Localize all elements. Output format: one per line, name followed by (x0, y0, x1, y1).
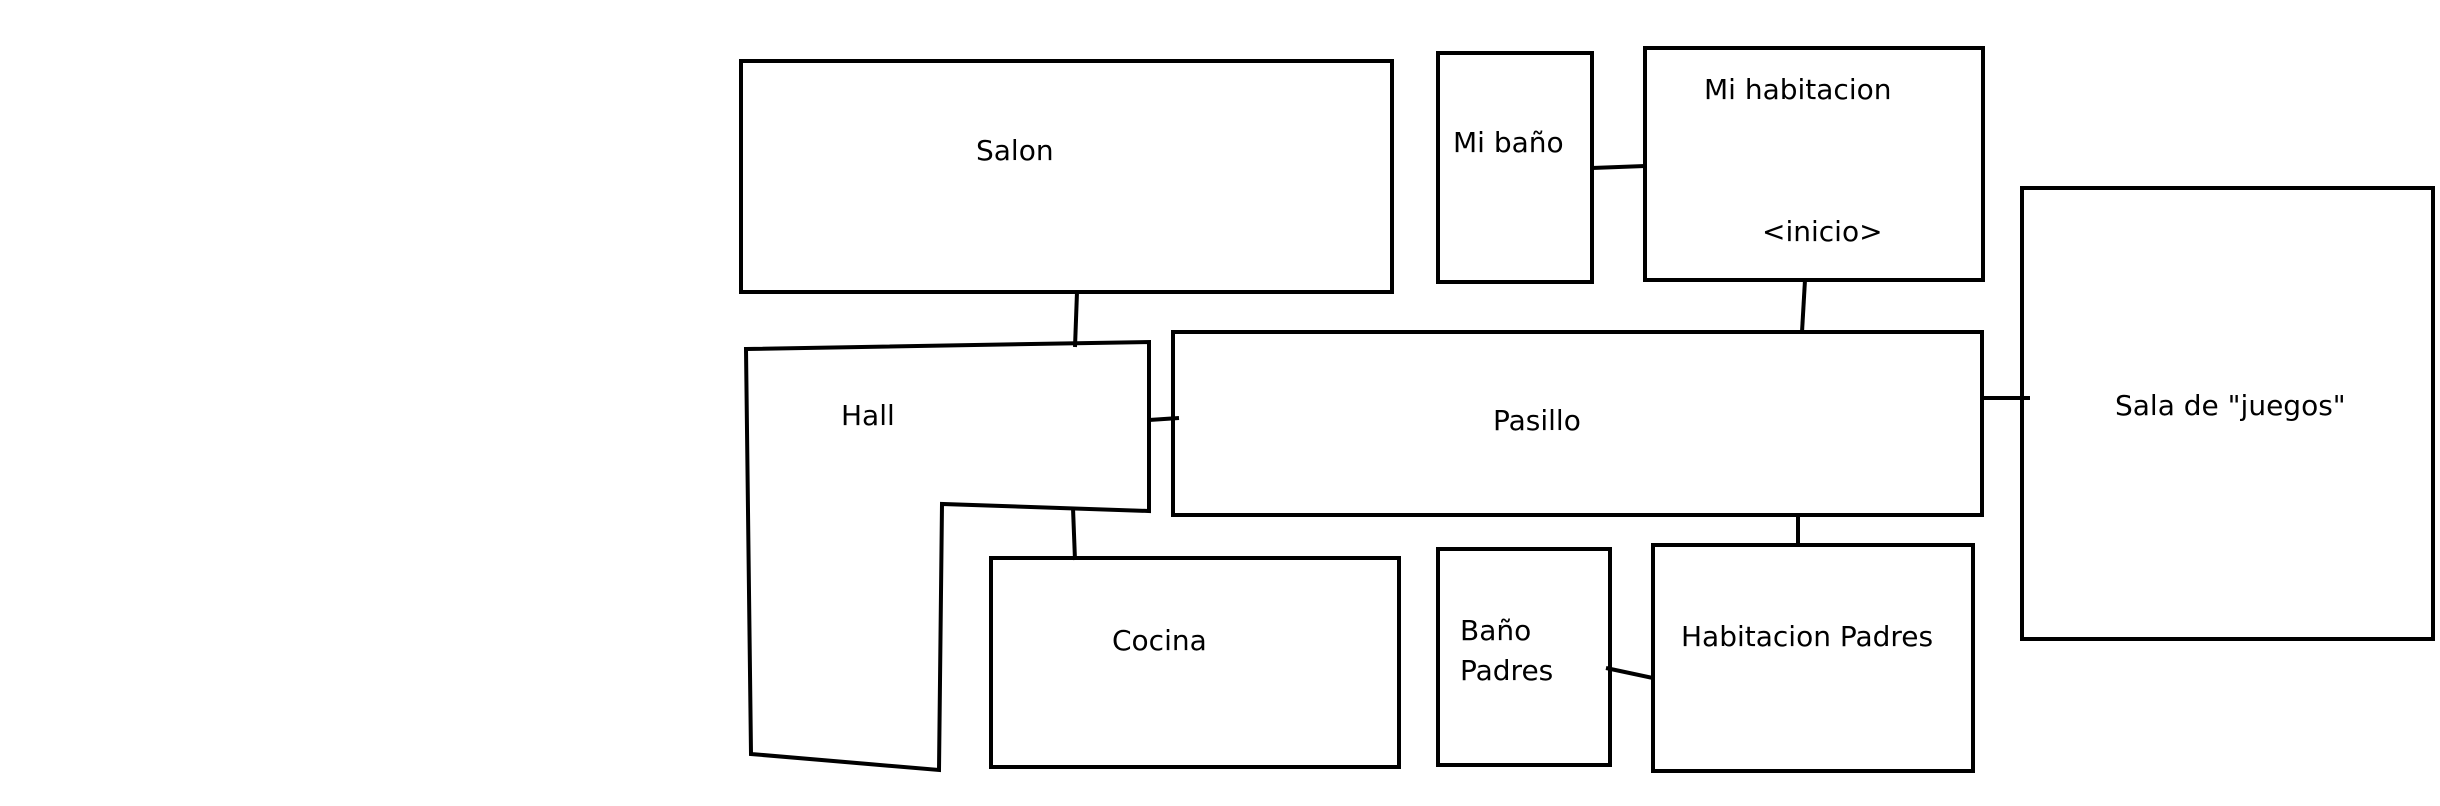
label-cocina: Cocina (1112, 624, 1207, 657)
room-mi-habitacion (1643, 46, 1985, 282)
label-mi-habitacion: Mi habitacion (1704, 73, 1891, 106)
label-salon: Salon (976, 134, 1054, 167)
room-salon (739, 59, 1394, 294)
label-hall: Hall (841, 399, 895, 432)
label-mi-bano: Mi baño (1453, 126, 1564, 159)
connector-hall-pasillo (1148, 416, 1180, 422)
room-hall (743, 339, 1151, 773)
room-cocina (989, 556, 1401, 769)
label-pasillo: Pasillo (1493, 404, 1581, 437)
room-bano-padres (1436, 547, 1612, 767)
connector-hall-cocina (1071, 507, 1077, 561)
room-mi-bano (1436, 51, 1594, 284)
label-bano-padres-line2: Padres (1460, 654, 1553, 687)
label-sala-juegos: Sala de "juegos" (2115, 389, 2346, 422)
connector-banopadres-habitacionpadres (1605, 666, 1654, 680)
connector-salon-hall (1073, 291, 1079, 348)
room-sala-juegos (2020, 186, 2435, 641)
room-pasillo (1171, 330, 1984, 517)
label-habitacion-padres: Habitacion Padres (1681, 620, 1933, 653)
room-habitacion-padres (1651, 543, 1975, 773)
label-bano-padres-line1: Baño (1460, 614, 1531, 647)
connector-mibano-mihabitacion (1591, 164, 1646, 170)
connector-mihabitacion-pasillo (1800, 279, 1807, 333)
label-inicio: <inicio> (1762, 215, 1883, 248)
